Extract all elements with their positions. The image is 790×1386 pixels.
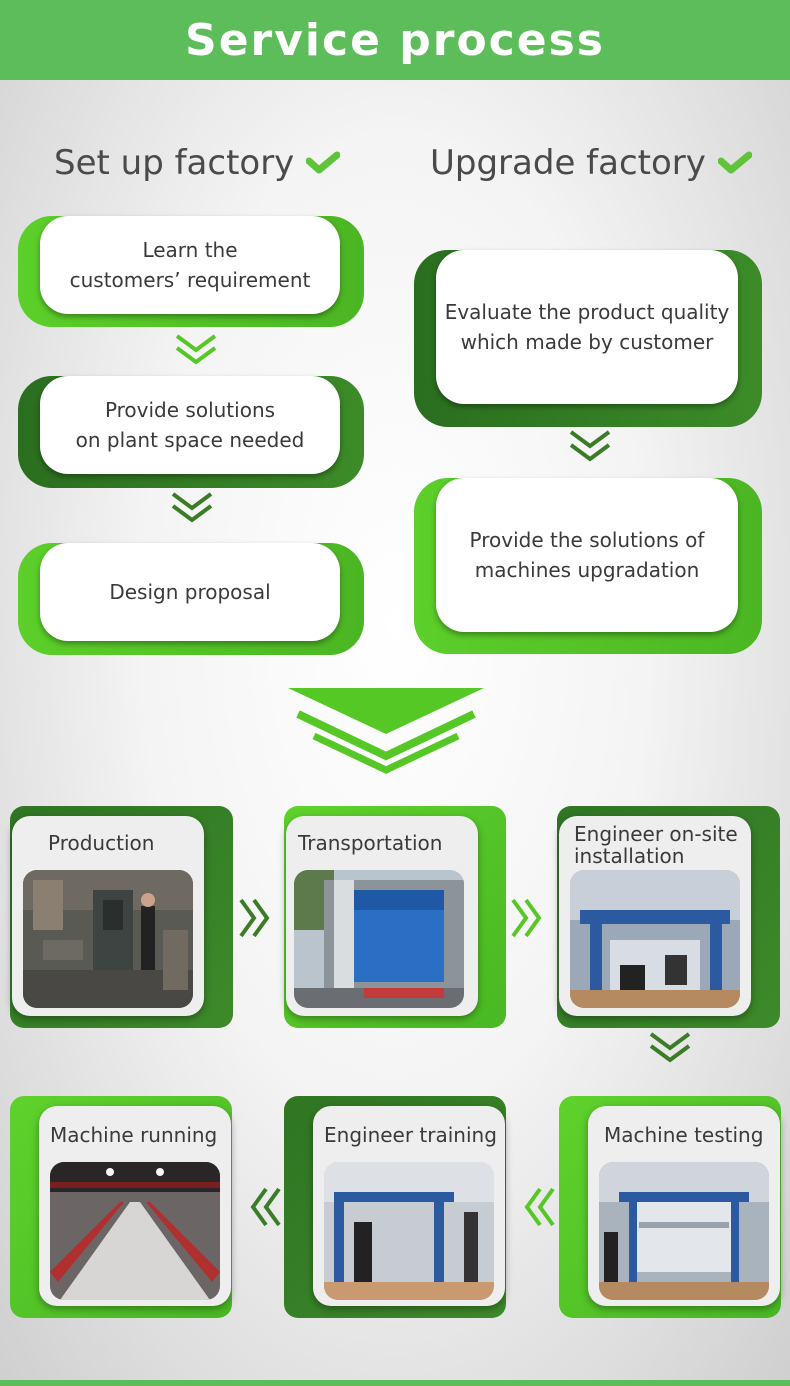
process-label: Engineer training <box>324 1123 497 1147</box>
transportation-photo <box>294 870 464 1008</box>
page-header: Service process <box>0 0 790 80</box>
chevron-down-icon <box>648 1030 692 1064</box>
chevron-down-icon <box>174 332 218 366</box>
process-card-running: Machine running <box>39 1106 231 1306</box>
check-icon <box>717 151 752 174</box>
process-label: Production <box>48 831 155 855</box>
step-card-design-proposal: Design proposal <box>18 543 364 655</box>
process-card-testing: Machine testing <box>588 1106 780 1306</box>
chevron-left-icon <box>248 1186 282 1228</box>
step-card-learn-requirement: Learn the customers’ requirement <box>18 216 364 327</box>
step-card-text: Provide solutions on plant space needed <box>40 376 340 474</box>
chevron-left-icon <box>522 1186 556 1228</box>
process-label: Machine running <box>50 1123 218 1147</box>
process-card-transportation: Transportation <box>286 816 478 1016</box>
process-label: Machine testing <box>604 1123 764 1147</box>
chevron-right-icon <box>238 897 272 939</box>
process-label: Engineer on-site installation <box>574 822 738 868</box>
page-title: Service process <box>185 14 605 66</box>
step-line: Provide solutions <box>104 398 276 422</box>
testing-photo <box>599 1162 769 1300</box>
chevron-down-icon <box>568 428 612 464</box>
step-line: which made by customer <box>460 330 714 354</box>
step-line: on plant space needed <box>75 428 305 452</box>
chevron-right-icon <box>510 897 544 939</box>
step-card-text: Learn the customers’ requirement <box>40 216 340 314</box>
production-photo <box>23 870 193 1008</box>
upgrade-factory-heading-text: Upgrade factory <box>430 143 706 183</box>
step-card-text: Provide the solutions of machines upgrad… <box>436 478 738 632</box>
step-line: Learn the <box>142 238 238 262</box>
process-label: Transportation <box>298 831 443 855</box>
step-card-text: Evaluate the product quality which made … <box>436 250 738 404</box>
step-line: Evaluate the product quality <box>444 300 730 324</box>
step-card-evaluate-quality: Evaluate the product quality which made … <box>414 250 762 427</box>
training-photo <box>324 1162 494 1300</box>
step-card-text: Design proposal <box>40 543 340 641</box>
step-line: machines upgradation <box>474 558 700 582</box>
chevron-down-icon <box>170 490 214 524</box>
chevron-down-icon <box>288 688 484 776</box>
step-line: customers’ requirement <box>69 268 311 292</box>
set-up-factory-heading-text: Set up factory <box>54 143 295 183</box>
upgrade-factory-heading: Upgrade factory <box>430 138 752 188</box>
step-line: Design proposal <box>109 580 271 604</box>
running-photo <box>50 1162 220 1300</box>
process-card-training: Engineer training <box>313 1106 505 1306</box>
step-card-upgrade-solutions: Provide the solutions of machines upgrad… <box>414 478 762 654</box>
process-card-installation: Engineer on-site installation <box>559 816 751 1016</box>
step-card-plant-space: Provide solutions on plant space needed <box>18 376 364 488</box>
process-card-production: Production <box>12 816 204 1016</box>
bottom-strip <box>0 1380 790 1386</box>
step-line: Provide the solutions of <box>469 528 705 552</box>
installation-photo <box>570 870 740 1008</box>
check-icon <box>306 151 341 174</box>
set-up-factory-heading: Set up factory <box>54 138 341 188</box>
